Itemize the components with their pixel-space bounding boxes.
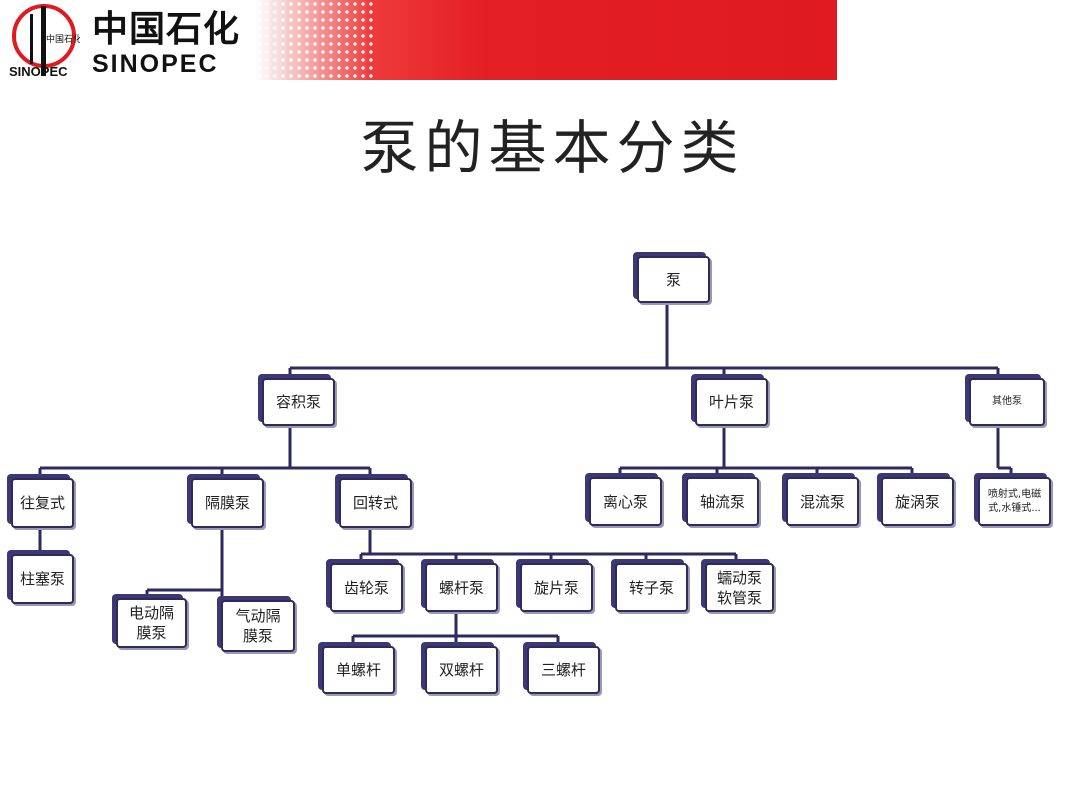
node-diaphragm-pump: 隔膜泵	[191, 478, 264, 528]
sinopec-logo-icon: 中国石化 SINOPEC	[9, 4, 80, 79]
header-red-band	[255, 0, 837, 80]
brand-name-cn: 中国石化	[92, 9, 241, 50]
node-twin-screw: 双螺杆	[425, 646, 498, 694]
node-electric-diaphragm-pump: 电动隔膜泵	[116, 598, 187, 648]
node-mixed-flow-pump: 混流泵	[786, 477, 859, 526]
node-single-screw: 单螺杆	[322, 646, 395, 694]
node-rotary: 回转式	[339, 478, 412, 528]
svg-text:SINOPEC: SINOPEC	[9, 64, 68, 79]
node-vane-pump: 叶片泵	[695, 378, 768, 426]
node-triple-screw: 三螺杆	[527, 646, 600, 694]
node-pump: 泵	[637, 256, 710, 303]
node-jet-electromagnetic-water-hammer: 喷射式,电磁式,水锤式...	[978, 477, 1051, 526]
node-gear-pump: 齿轮泵	[330, 563, 403, 612]
node-other-pump: 其他泵	[969, 378, 1045, 426]
page-title: 泵的基本分类	[360, 114, 745, 182]
node-centrifugal-pump: 离心泵	[589, 477, 662, 526]
node-plunger-pump: 柱塞泵	[11, 554, 74, 604]
node-lobe-pump: 转子泵	[615, 563, 688, 612]
node-reciprocating: 往复式	[11, 478, 74, 528]
node-pneumatic-diaphragm-pump: 气动隔膜泵	[221, 600, 295, 652]
brand-name-en: SINOPEC	[92, 50, 219, 78]
node-screw-pump: 螺杆泵	[425, 563, 498, 612]
node-peristaltic-pump: 蠕动泵软管泵	[705, 563, 774, 612]
svg-text:中国石化: 中国石化	[46, 33, 80, 45]
node-rotary-vane-pump: 旋片泵	[520, 563, 593, 612]
node-positive-displacement-pump: 容积泵	[262, 378, 335, 426]
node-axial-flow-pump: 轴流泵	[686, 477, 759, 526]
node-vortex-pump: 旋涡泵	[881, 477, 954, 526]
